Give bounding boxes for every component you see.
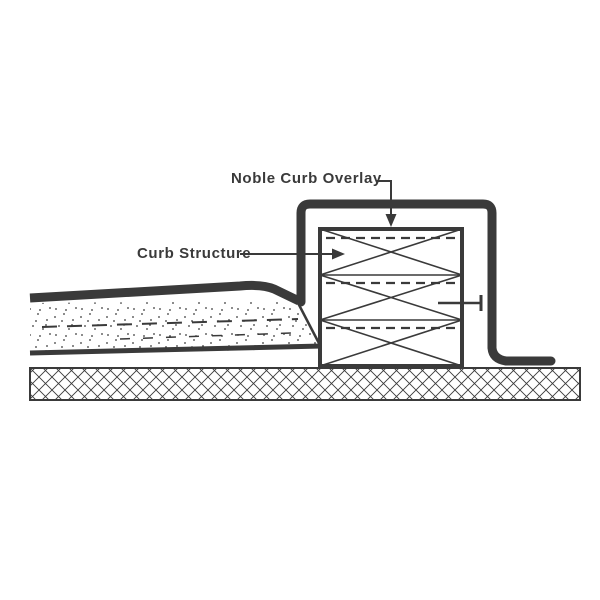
mortar-bottom-line xyxy=(29,343,323,356)
concrete-slab xyxy=(29,367,581,401)
curb-leader-arrow xyxy=(240,248,345,260)
curb-structure-framing xyxy=(318,227,464,368)
curb-overlay-membrane xyxy=(296,199,556,366)
fastener xyxy=(438,295,483,311)
mortar-bed xyxy=(29,300,325,356)
membrane-dashed-lines xyxy=(326,236,456,330)
curb-structure-label: Curb Structure xyxy=(137,245,252,262)
noble-leader-arrow xyxy=(376,180,397,227)
noble-curb-overlay-label: Noble Curb Overlay xyxy=(231,170,382,187)
floor-membrane xyxy=(29,280,301,306)
